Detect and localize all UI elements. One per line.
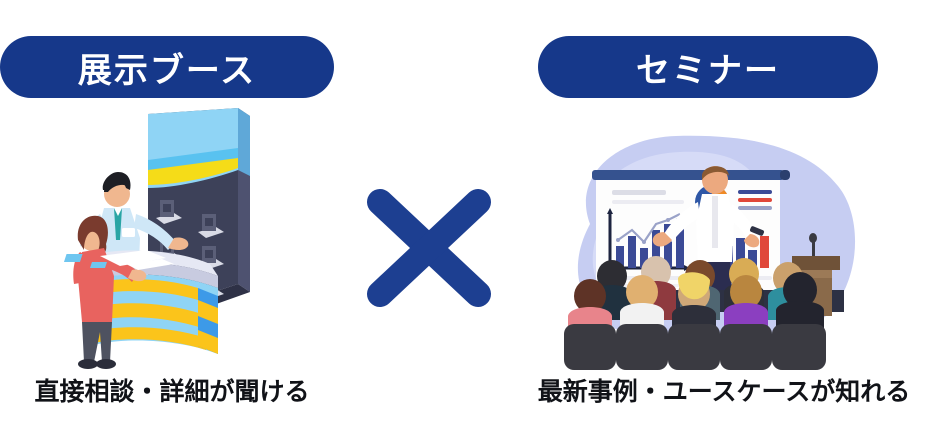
slide-legend <box>738 190 772 210</box>
attendee-8 <box>720 275 772 370</box>
exhibition-booth-illustration <box>63 108 296 372</box>
attendee-5 <box>616 275 668 370</box>
badge-seminar: セミナー <box>538 36 878 98</box>
booth-counter-body <box>90 274 218 354</box>
caption-seminar: 最新事例・ユースケースが知れる <box>537 378 911 406</box>
booth-brochure <box>63 250 174 270</box>
badge-seminar-label: セミナー <box>636 51 780 90</box>
cross-multiply-mark <box>362 186 496 310</box>
booth-banner <box>148 108 250 188</box>
attendee-1 <box>564 279 616 370</box>
attendee-7 <box>668 272 720 370</box>
caption-exhibition-booth: 直接相談・詳細が聞ける <box>34 378 310 406</box>
attendee-10 <box>772 272 826 370</box>
audience-front-row <box>564 272 826 370</box>
seminar-illustration <box>552 128 864 374</box>
badge-exhibition-booth-label: 展示ブース <box>77 51 257 90</box>
badge-exhibition-booth: 展示ブース <box>0 36 334 98</box>
